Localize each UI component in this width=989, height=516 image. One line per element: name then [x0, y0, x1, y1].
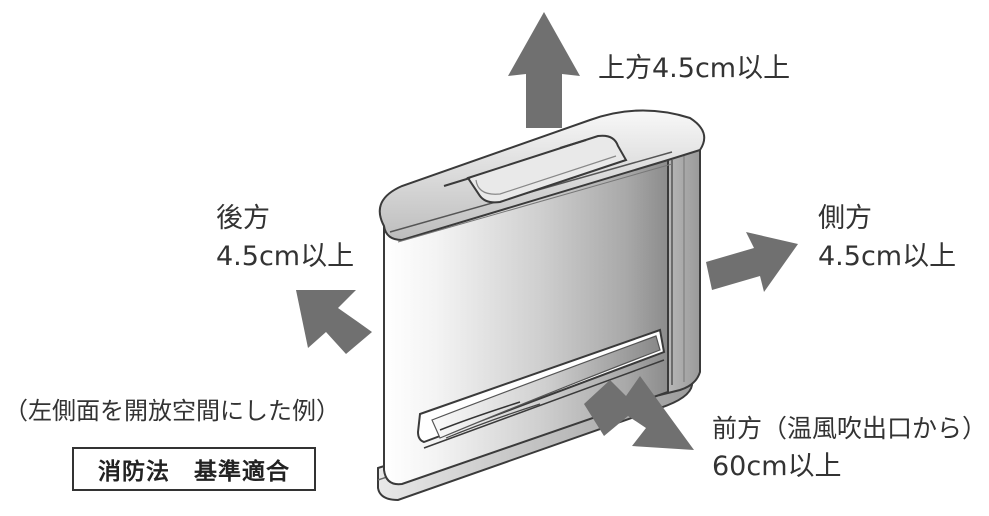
- clearance-front-title: 前方（温風吹出口から）: [712, 414, 988, 443]
- badge-compliance: 基準適合: [194, 459, 290, 485]
- badge-law-name: 消防法: [98, 459, 170, 485]
- clearance-side-value: 4.5cm以上: [818, 241, 957, 272]
- clearance-top-label: 上方4.5cm以上: [598, 53, 791, 84]
- arrow-up: [508, 12, 580, 128]
- clearance-back-value: 4.5cm以上: [216, 241, 355, 272]
- arrow-side: [706, 232, 798, 292]
- arrow-front: [584, 376, 694, 450]
- clearance-side-title: 側方: [818, 203, 872, 234]
- arrow-back: [296, 290, 372, 354]
- clearance-back-title: 後方: [216, 203, 270, 234]
- example-note: （左側面を開放空間にした例）: [4, 397, 340, 425]
- clearance-front-value: 60cm以上: [712, 451, 842, 482]
- control-panel: [466, 134, 628, 204]
- fire-law-compliance-badge: 消防法 基準適合: [72, 447, 316, 491]
